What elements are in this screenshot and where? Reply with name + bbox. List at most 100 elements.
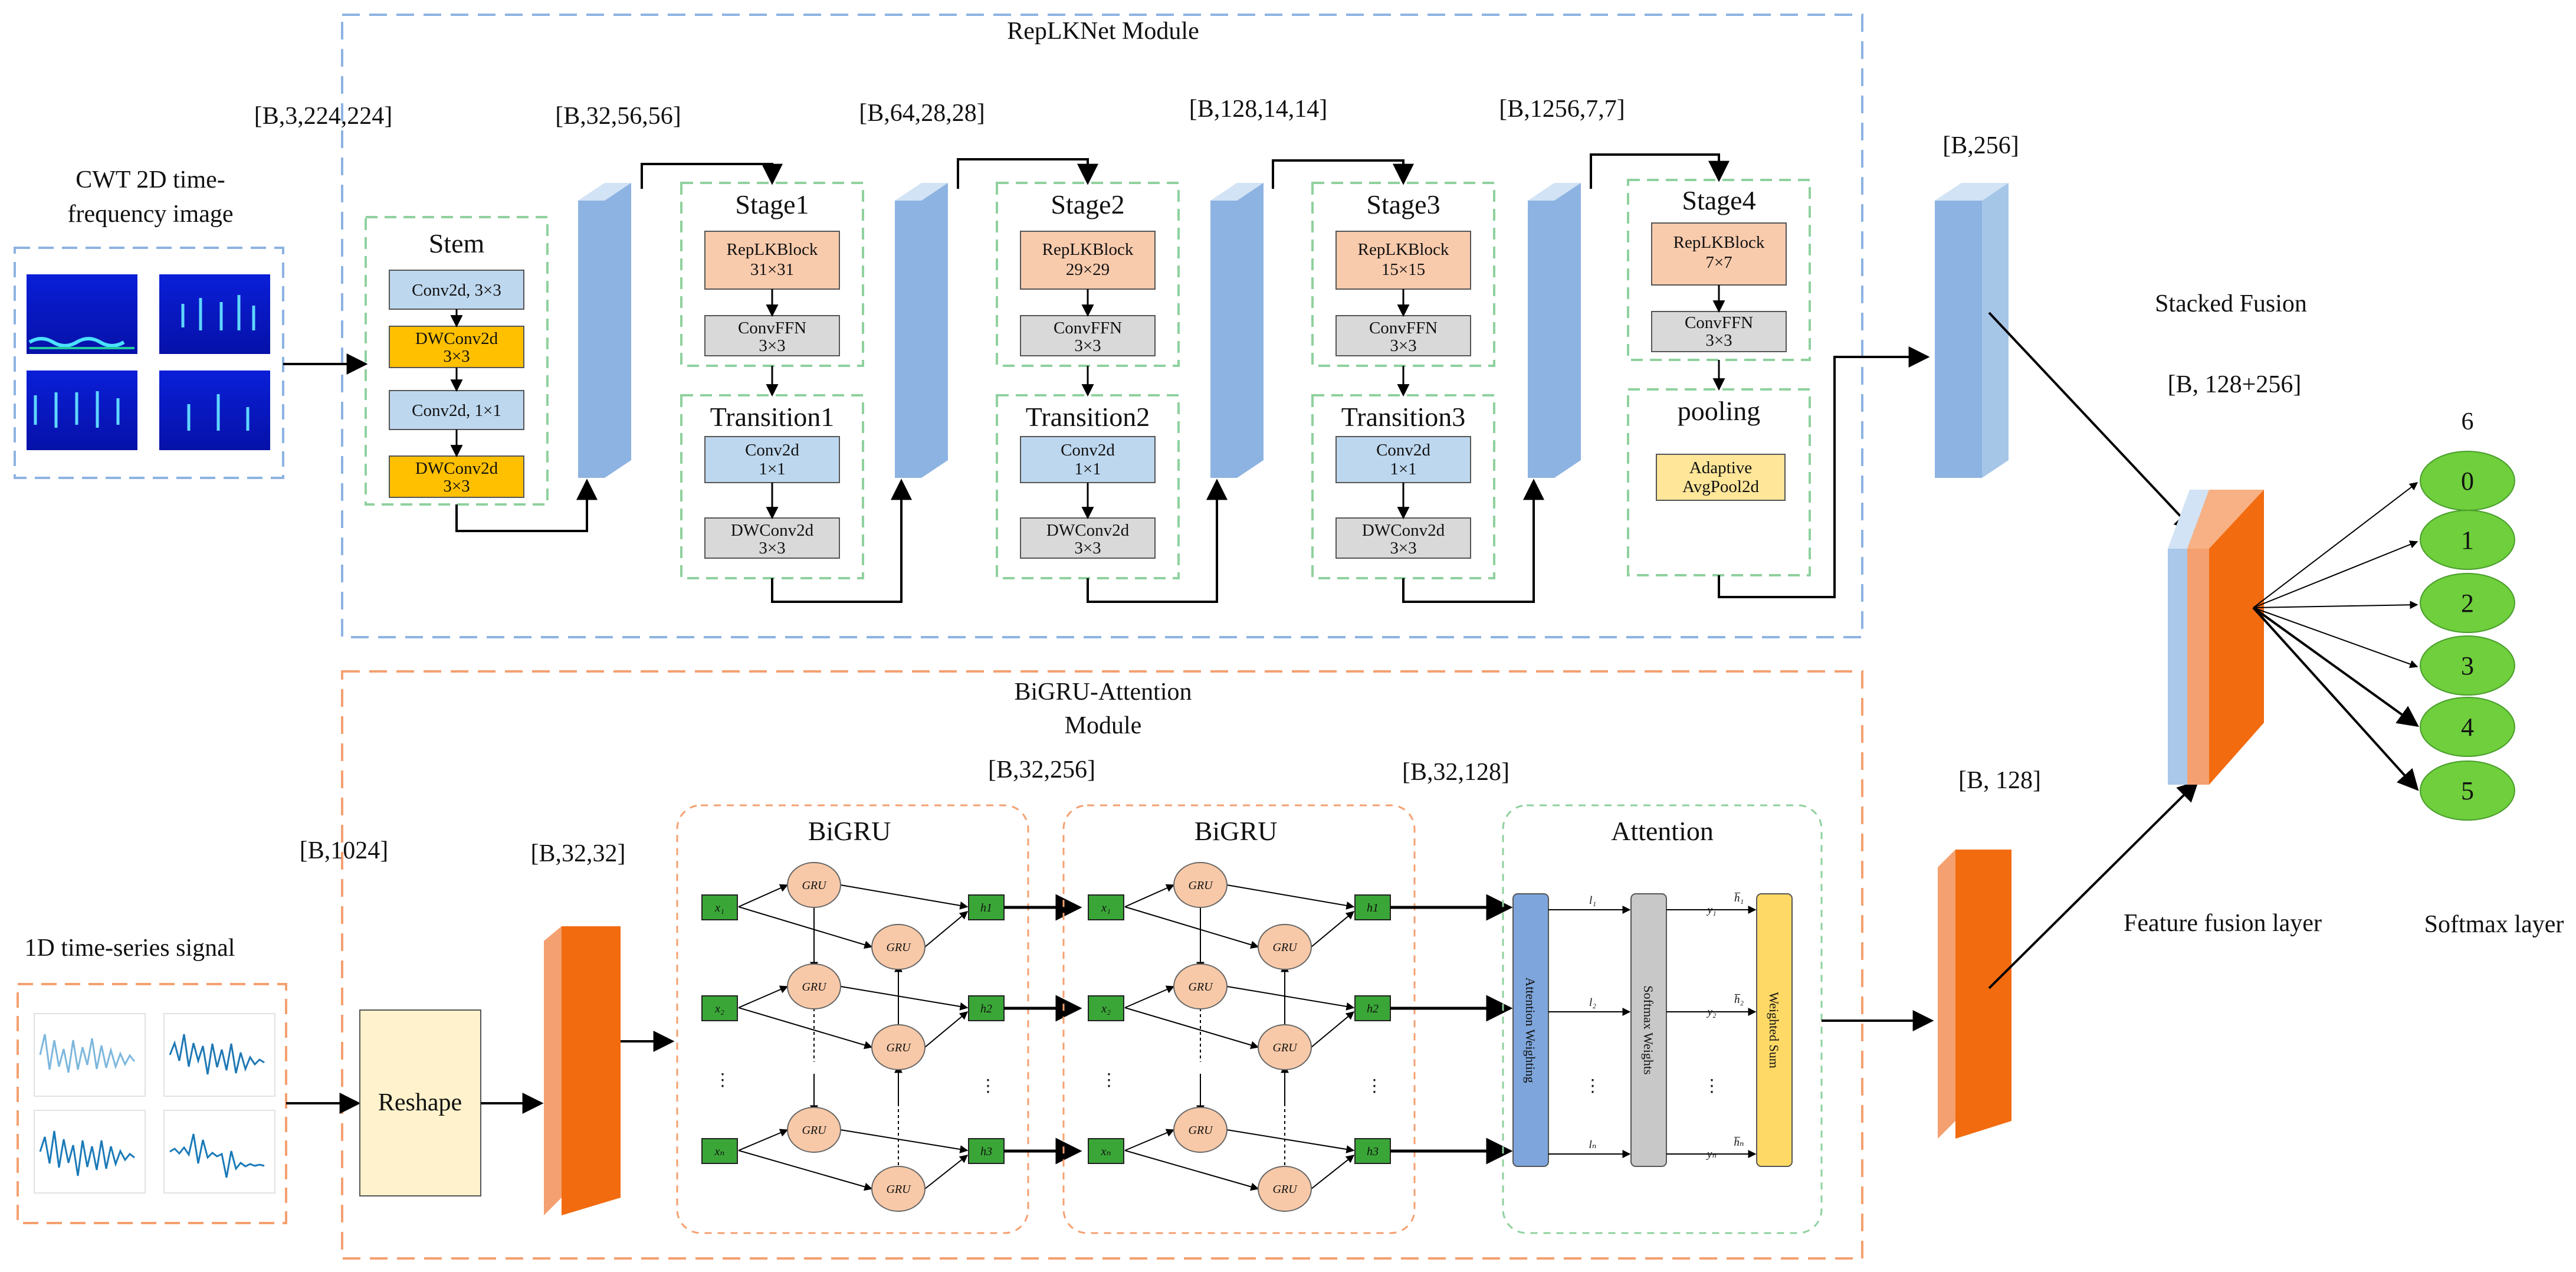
att-hbarn: h̅ₙ: [1734, 1136, 1744, 1149]
att-ln: lₙ: [1589, 1139, 1597, 1151]
bigru-2-gru-bwd-1-label: GRU: [1272, 941, 1298, 954]
transition1-conv-k: 1×1: [759, 460, 785, 478]
stage1-ffn-k: 3×3: [759, 336, 785, 355]
stage3-replk-k: 15×15: [1381, 260, 1425, 279]
bigru-1-h2-label: h2: [980, 1002, 992, 1015]
feature-fusion-layer-label: Feature fusion layer: [2124, 910, 2322, 937]
bigru-2-h3-label: h3: [1367, 1145, 1379, 1158]
stem-dwconv-3x3-b: [389, 455, 524, 498]
stage2-ffn-k: 3×3: [1074, 336, 1101, 355]
transition2-conv-label: Conv2d: [1061, 441, 1115, 460]
connector-stem-to-map: [455, 478, 598, 532]
stage3-replk-label: RepLKBlock: [1358, 240, 1449, 259]
bigru-2-frame: [1062, 804, 1416, 1234]
bigru-2-xn-label: xₙ: [1101, 1145, 1111, 1158]
stage4-ffn-label: ConvFFN: [1685, 313, 1753, 332]
class-node-0-label: 0: [2461, 467, 2474, 496]
adaptive-avgpool: [1656, 454, 1786, 501]
transition1-dw-k: 3×3: [759, 539, 785, 558]
bigru-1-h1-label: h1: [980, 901, 992, 914]
shape-stage2-out: [B,128,14,14]: [1189, 96, 1328, 123]
bigru-2-gru-fwd-1: [1173, 862, 1228, 908]
bigru-2-gru-fwd-2-label: GRU: [1188, 981, 1213, 994]
softmax-weights-bar: [1630, 893, 1667, 1167]
stage4-block: [1627, 179, 1811, 361]
feature-map-stem-out: [578, 183, 631, 478]
att-dots-2: ⋮: [1704, 1077, 1721, 1096]
replknet-module-frame: [341, 14, 1863, 638]
stage2-replk-k: 29×29: [1066, 260, 1110, 279]
connector-pool-to-output: [1718, 346, 1930, 598]
feature-map-stage1-out: [895, 183, 948, 478]
bigru-2-graph: [1124, 884, 1355, 1191]
attention-flow-arrows: [1548, 906, 1757, 1158]
shape-stem-out: [B,32,56,56]: [555, 103, 681, 130]
bigru-1-xn-label: xₙ: [714, 1145, 725, 1158]
stem-title: Stem: [429, 228, 485, 258]
pooling-title: pooling: [1678, 396, 1761, 426]
bigru-1-frame: [676, 804, 1029, 1234]
stage3-ffn-k: 3×3: [1390, 336, 1416, 355]
bigru-2-h2-label: h2: [1367, 1002, 1379, 1015]
fusion-to-class-edges: [2252, 482, 2419, 791]
bigru-2-gru-bwd-2: [1258, 1024, 1312, 1070]
bigru-1-gru-bwd-2: [871, 1024, 926, 1070]
connector-att-to-fusion: [1988, 780, 2199, 989]
att-dots-1: ⋮: [1584, 1077, 1602, 1096]
softmax-layer-label: Softmax layer: [2424, 911, 2564, 938]
bigru-1-gru-fwd-1-label: GRU: [802, 879, 827, 892]
stem-dwconv-a-k: 3×3: [443, 347, 470, 366]
connector-map-to-stage2: [957, 158, 1098, 189]
stage4-title: Stage4: [1682, 185, 1755, 215]
bigru-1-xn: [701, 1138, 738, 1164]
stage4-replk-k: 7×7: [1705, 253, 1732, 272]
bigru-1-x2-label: x₂: [714, 1002, 724, 1015]
transition2-dw-k: 3×3: [1074, 539, 1101, 558]
cwt-image-3: [27, 371, 137, 450]
bigru-2-title: BiGRU: [1195, 816, 1278, 846]
cwt-image-4: [159, 371, 270, 450]
bigru-2-gru-fwd-2: [1173, 963, 1228, 1009]
stem-conv-3x3-label: Conv2d, 3×3: [412, 281, 501, 300]
feature-map-att-out: [1938, 850, 2011, 1139]
cwt-spectrogram-images: [27, 274, 270, 450]
transition1-title: Transition1: [710, 402, 834, 432]
bigru-2-gru-bwd-n-label: GRU: [1272, 1183, 1298, 1196]
stage1-ffn-label: ConvFFN: [738, 319, 806, 337]
class-node-4-label: 4: [2461, 713, 2474, 742]
bigru-1-gru-fwd-n-label: GRU: [802, 1124, 827, 1137]
stem-block: [365, 216, 549, 506]
bigru-1-h3-label: h3: [980, 1145, 992, 1158]
stacked-fusion-label: Stacked Fusion: [2155, 290, 2307, 317]
att-l2: l₂: [1589, 996, 1596, 1009]
stage1-replkblock: [704, 231, 840, 290]
transition2-dwconv: [1020, 517, 1156, 559]
bigru-1-gru-fwd-1: [787, 862, 841, 908]
att-y1: y₁: [1706, 904, 1716, 916]
transition1-dwconv: [704, 517, 840, 559]
bigru-1-x1: [701, 894, 738, 920]
replknet-module-title: RepLKNet Module: [1007, 18, 1199, 45]
connector-trans2-to-map: [1087, 478, 1228, 603]
stage4-ffn-k: 3×3: [1705, 331, 1732, 350]
bigru-2-h1-label: h1: [1367, 901, 1379, 914]
bigru-2-dots-x: ⋮: [1101, 1071, 1118, 1090]
avgpool-label-2: AvgPool2d: [1682, 477, 1759, 496]
attention-frame: [1502, 804, 1823, 1234]
transition1-conv-label: Conv2d: [745, 441, 799, 460]
bigru-2-gru-bwd-n: [1258, 1166, 1312, 1212]
bigru-1-x1-label: x₁: [714, 901, 724, 914]
bigru-1-gru-fwd-n: [787, 1107, 841, 1153]
stage4-replk-label: RepLKBlock: [1673, 233, 1765, 252]
bigru-1-gru-bwd-n: [871, 1166, 926, 1212]
stage2-replkblock: [1020, 231, 1156, 290]
signal-input-label: 1D time-series signal: [25, 935, 235, 962]
stage3-ffn-label: ConvFFN: [1369, 319, 1438, 337]
stage1-replk-label: RepLKBlock: [727, 240, 818, 259]
signal-waveform-images: [34, 1013, 275, 1194]
classes-count: 6: [2462, 408, 2474, 435]
stem-dwconv-a-label: DWConv2d: [415, 329, 498, 348]
shape-rep-out: [B,256]: [1942, 132, 2019, 159]
class-node-5-label: 5: [2461, 776, 2474, 805]
bigru-2-x2-label: x₂: [1101, 1002, 1111, 1015]
